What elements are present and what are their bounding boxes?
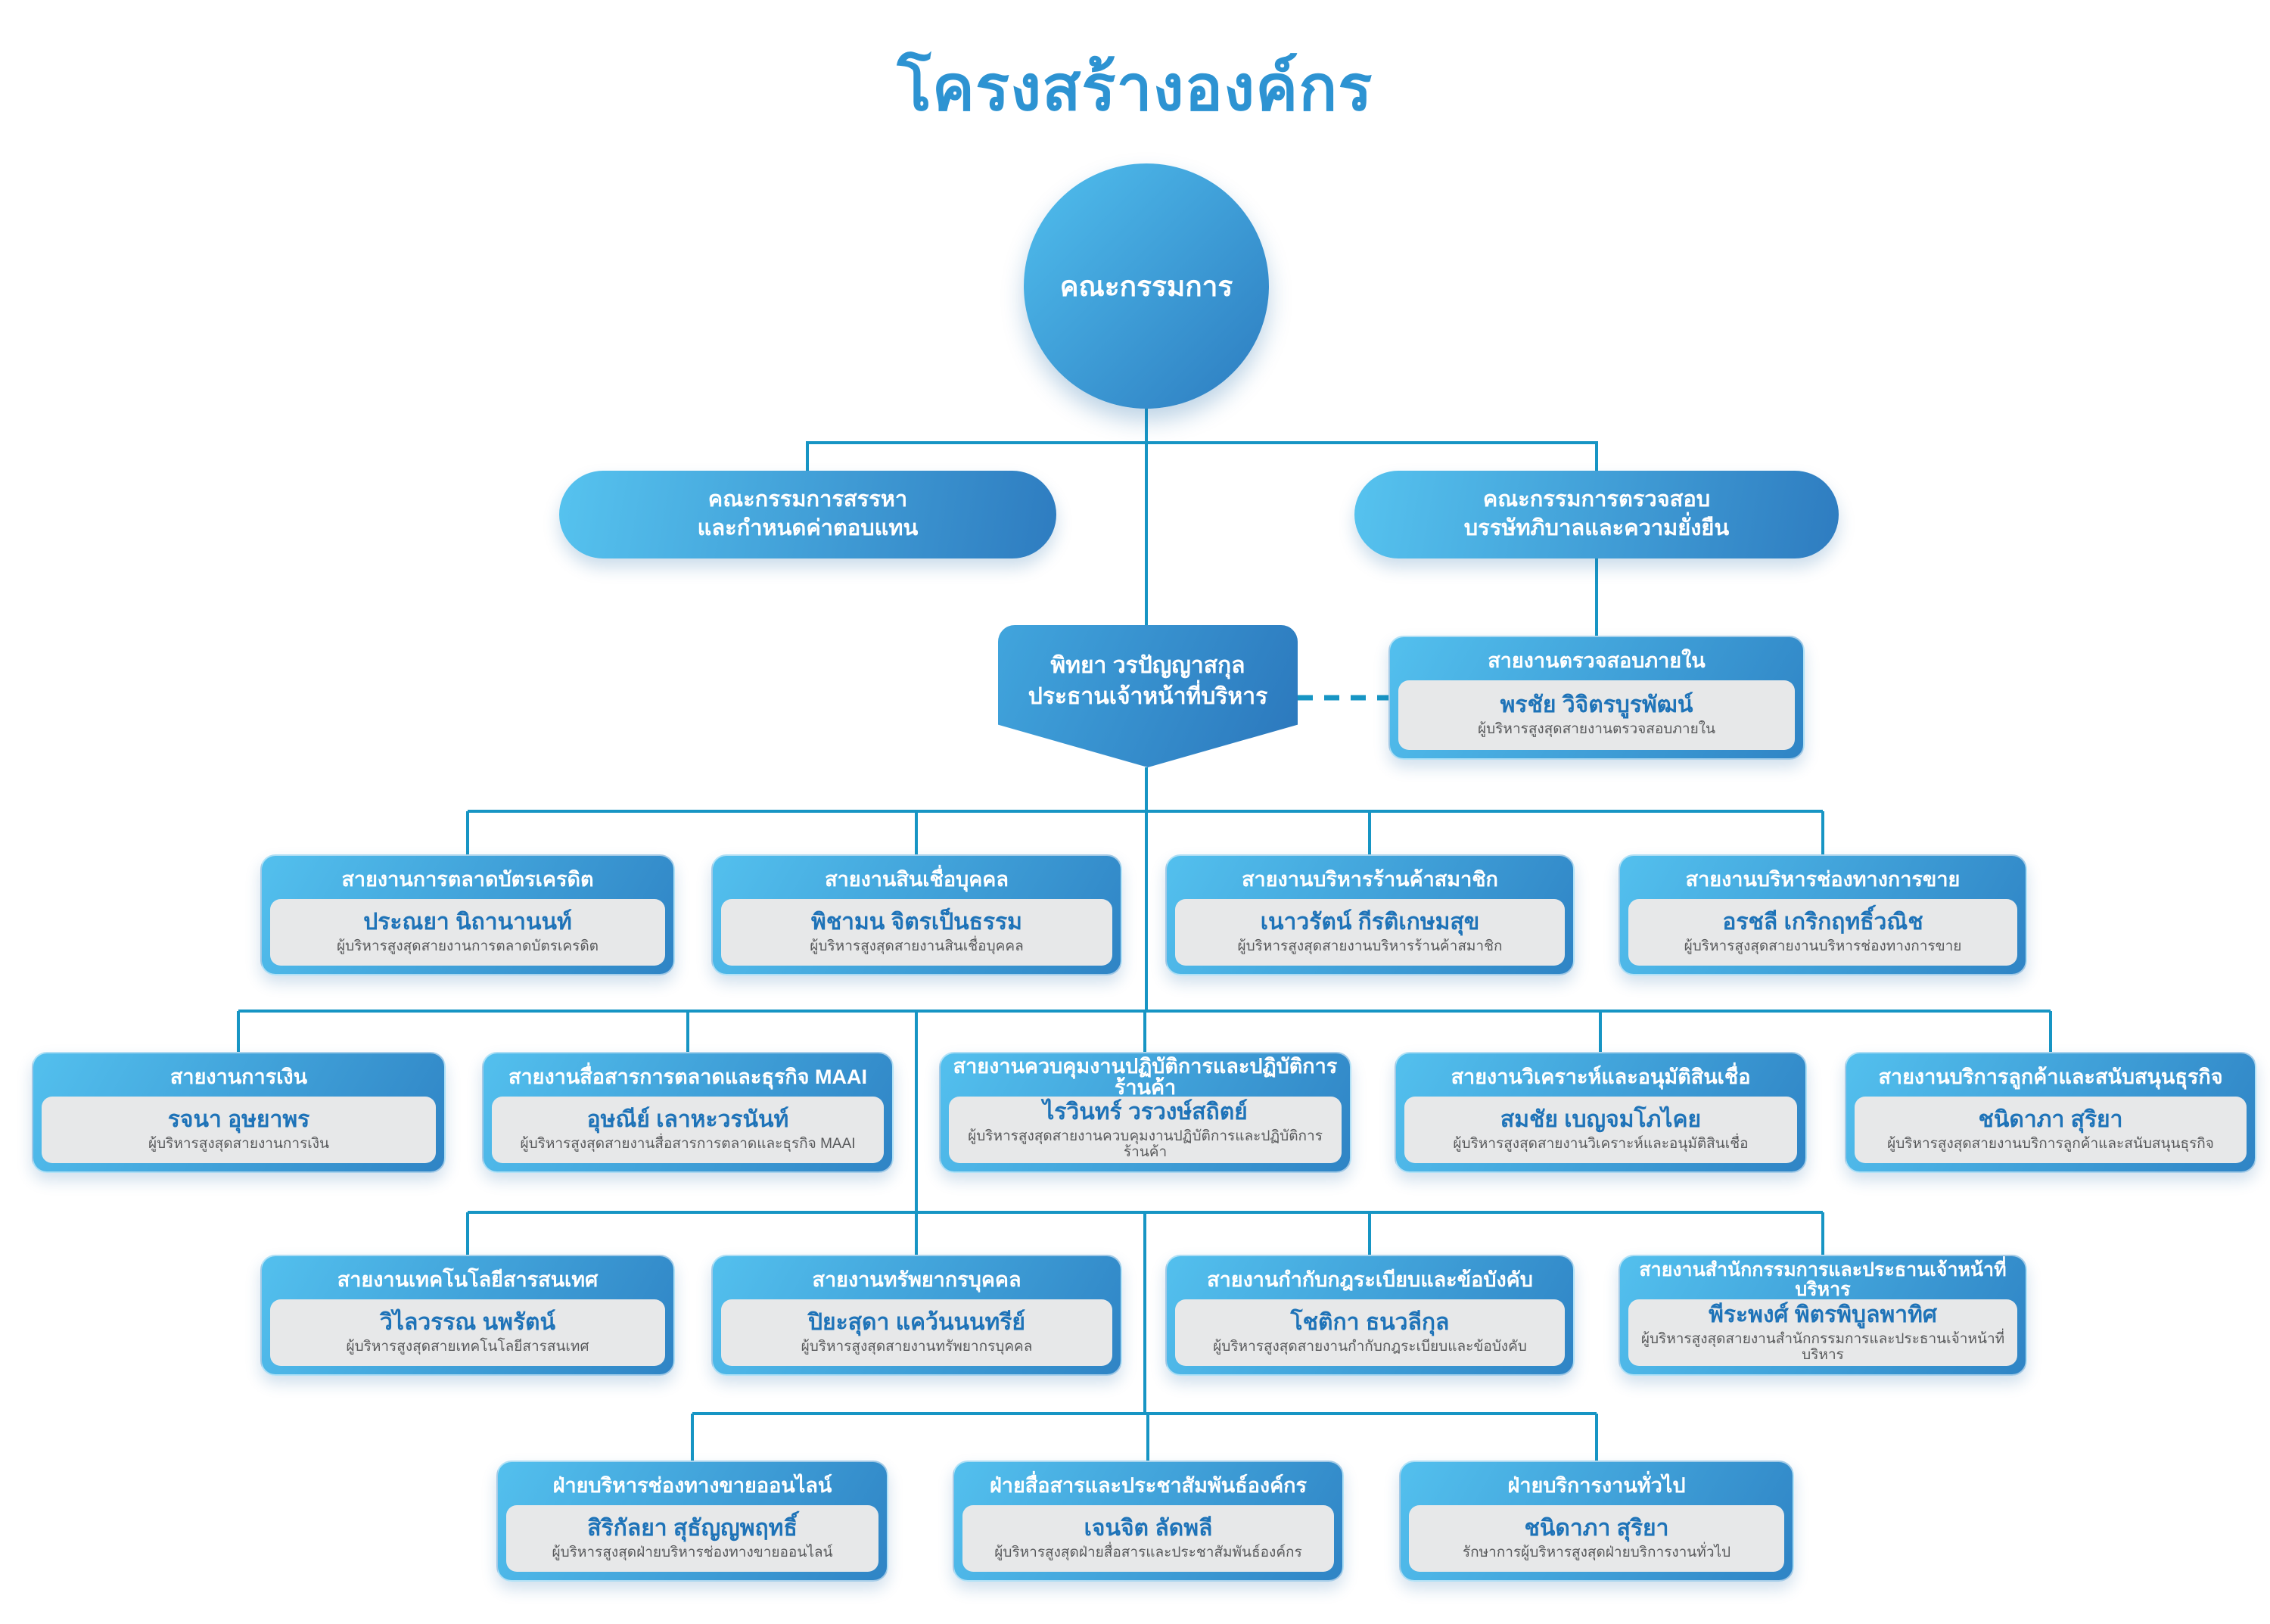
unit-executive-panel: พีระพงศ์ พิตรพิบูลพาทิศ ผู้บริหารสูงสุดส… (1628, 1299, 2017, 1366)
executive-role: ผู้บริหารสูงสุดสายงานกำกับกฎระเบียบและข้… (1213, 1339, 1527, 1355)
executive-name: ชนิดาภา สุริยา (1524, 1516, 1669, 1542)
unit-executive-panel: ชนิดาภา สุริยา ผู้บริหารสูงสุดสายงานบริก… (1855, 1097, 2247, 1163)
unit-operations-control: สายงานควบคุมงานปฏิบัติการและปฏิบัติการร้… (939, 1052, 1351, 1173)
board-of-directors-node: คณะกรรมการ (1024, 163, 1269, 409)
unit-regulatory-compliance: สายงานกำกับกฎระเบียบและข้อบังคับ โชติกา … (1165, 1255, 1575, 1376)
unit-title: สายงานสื่อสารการตลาดและธุรกิจ MAAI (508, 1065, 867, 1088)
unit-title: สายงานทรัพยากรบุคคล (812, 1268, 1022, 1291)
executive-role: ผู้บริหารสูงสุดสายงานสินเชื่อบุคคล (810, 938, 1024, 955)
executive-role: ผู้บริหารสูงสุดสายงานบริหารร้านค้าสมาชิก (1237, 938, 1503, 955)
unit-executive-panel: ไรวินทร์ วรวงษ์สถิตย์ ผู้บริหารสูงสุดสาย… (949, 1097, 1342, 1163)
executive-name: พรชัย วิจิตรบูรพัฒน์ (1500, 692, 1693, 718)
unit-executive-panel: อุษณีย์ เลาหะวรนันท์ ผู้บริหารสูงสุดสายง… (492, 1097, 884, 1163)
unit-merchant-management: สายงานบริหารร้านค้าสมาชิก เนาวรัตน์ กีรต… (1165, 854, 1575, 975)
unit-executive-panel: อรชลี เกริกฤทธิ์วณิช ผู้บริหารสูงสุดสายง… (1628, 899, 2017, 966)
unit-executive-panel: ปิยะสุดา แคว้นนนทรีย์ ผู้บริหารสูงสุดสาย… (721, 1299, 1112, 1366)
unit-title: สายงานควบคุมงานปฏิบัติการและปฏิบัติการร้… (953, 1054, 1338, 1099)
unit-human-resources: สายงานทรัพยากรบุคคล ปิยะสุดา แคว้นนนทรีย… (711, 1255, 1122, 1376)
executive-role: ผู้บริหารสูงสุดสายเทคโนโลยีสารสนเทศ (346, 1339, 589, 1355)
executive-name: วิไลวรรณ นพรัตน์ (380, 1310, 555, 1336)
unit-title: สายงานวิเคราะห์และอนุมัติสินเชื่อ (1451, 1065, 1751, 1088)
unit-executive-panel: เจนจิต ลัดพลี ผู้บริหารสูงสุดฝ่ายสื่อสาร… (962, 1505, 1334, 1572)
unit-title: สายงานกำกับกฎระเบียบและข้อบังคับ (1207, 1268, 1533, 1291)
unit-executive-panel: พรชัย วิจิตรบูรพัฒน์ ผู้บริหารสูงสุดสายง… (1398, 680, 1795, 750)
executive-name: อุษณีย์ เลาหะวรนันท์ (586, 1107, 789, 1133)
executive-name: เนาวรัตน์ กีรติเกษมสุข (1260, 910, 1480, 935)
dept-online-sales-channel: ฝ่ายบริหารช่องทางขายออนไลน์ สิริกัลยา สุ… (496, 1461, 888, 1582)
executive-name: พีระพงศ์ พิตรพิบูลพาทิศ (1709, 1302, 1937, 1327)
executive-name: รจนา อุษยาพร (167, 1107, 310, 1133)
executive-role: ผู้บริหารสูงสุดสายงานวิเคราะห์และอนุมัติ… (1453, 1136, 1749, 1153)
unit-executive-panel: สมชัย เบญจมโภไคย ผู้บริหารสูงสุดสายงานวิ… (1404, 1097, 1797, 1163)
ceo-name: พิทยา วรปัญญาสกุล (1050, 653, 1245, 678)
unit-personal-loans: สายงานสินเชื่อบุคคล พิชามน จิตรเป็นธรรม … (711, 854, 1122, 975)
unit-finance: สายงานการเงิน รจนา อุษยาพร ผู้บริหารสูงส… (32, 1052, 446, 1173)
executive-name: อรชลี เกริกฤทธิ์วณิช (1722, 910, 1923, 935)
unit-title: สายงานเทคโนโลยีสารสนเทศ (337, 1268, 599, 1291)
unit-title: สายงานบริหารร้านค้าสมาชิก (1242, 867, 1498, 891)
unit-customer-service-business-support: สายงานบริการลูกค้าและสนับสนุนธุรกิจ ชนิด… (1845, 1052, 2256, 1173)
ceo-title: ประธานเจ้าหน้าที่บริหาร (1028, 683, 1268, 709)
unit-executive-panel: พิชามน จิตรเป็นธรรม ผู้บริหารสูงสุดสายงา… (721, 899, 1112, 966)
unit-executive-panel: รจนา อุษยาพร ผู้บริหารสูงสุดสายงานการเงิ… (42, 1097, 436, 1163)
unit-corporate-secretariat: สายงานสำนักกรรมการและประธานเจ้าหน้าที่บร… (1619, 1255, 2027, 1376)
unit-title: สายงานสำนักกรรมการและประธานเจ้าหน้าที่บร… (1639, 1258, 2007, 1300)
unit-executive-panel: ชนิดาภา สุริยา รักษาการผู้บริหารสูงสุดฝ่… (1409, 1505, 1784, 1572)
executive-name: สมชัย เบญจมโภไคย (1500, 1107, 1702, 1133)
executive-name: เจนจิต ลัดพลี (1084, 1516, 1213, 1542)
committee-nomination-remuneration-node: คณะกรรมการสรรหา และกำหนดค่าตอบแทน (559, 471, 1056, 558)
unit-title: สายงานตรวจสอบภายใน (1488, 649, 1706, 672)
unit-marketing-communications-maai: สายงานสื่อสารการตลาดและธุรกิจ MAAI อุษณี… (482, 1052, 894, 1173)
unit-executive-panel: วิไลวรรณ นพรัตน์ ผู้บริหารสูงสุดสายเทคโน… (270, 1299, 665, 1366)
unit-title: สายงานสินเชื่อบุคคล (825, 867, 1009, 891)
committee-audit-governance-sustainability-node: คณะกรรมการตรวจสอบ บรรษัทภิบาลและความยั่ง… (1354, 471, 1839, 558)
executive-name: ปิยะสุดา แคว้นนนทรีย์ (808, 1310, 1025, 1336)
dept-general-services: ฝ่ายบริการงานทั่วไป ชนิดาภา สุริยา รักษา… (1399, 1461, 1794, 1582)
unit-title: ฝ่ายบริหารช่องทางขายออนไลน์ (552, 1473, 832, 1497)
unit-executive-panel: สิริกัลยา สุธัญญพฤทธิ์ ผู้บริหารสูงสุดฝ่… (506, 1505, 878, 1572)
unit-credit-analysis-approval: สายงานวิเคราะห์และอนุมัติสินเชื่อ สมชัย … (1395, 1052, 1807, 1173)
committee-label-line1: คณะกรรมการสรรหา (707, 487, 908, 512)
executive-name: โชติกา ธนวลีกุล (1290, 1310, 1450, 1336)
executive-role: ผู้บริหารสูงสุดสายงานสื่อสารการตลาดและธุ… (520, 1136, 856, 1153)
unit-title: สายงานบริการลูกค้าและสนับสนุนธุรกิจ (1878, 1065, 2223, 1088)
unit-credit-card-marketing: สายงานการตลาดบัตรเครดิต ประณยา นิถานานนท… (260, 854, 675, 975)
unit-title: สายงานบริหารช่องทางการขาย (1685, 867, 1961, 891)
executive-name: ประณยา นิถานานนท์ (363, 910, 572, 935)
unit-executive-panel: เนาวรัตน์ กีรติเกษมสุข ผู้บริหารสูงสุดสา… (1175, 899, 1565, 966)
page-title: โครงสร้างองค์กร (897, 52, 1373, 123)
executive-name: ไรวินทร์ วรวงษ์สถิตย์ (1043, 1099, 1248, 1125)
executive-role: รักษาการผู้บริหารสูงสุดฝ่ายบริการงานทั่ว… (1462, 1545, 1731, 1561)
executive-role: ผู้บริหารสูงสุดสายงานการตลาดบัตรเครดิต (337, 938, 599, 955)
executive-name: สิริกัลยา สุธัญญพฤทธิ์ (587, 1516, 798, 1542)
unit-title: สายงานการเงิน (169, 1065, 308, 1088)
committee-label-line2: และกำหนดค่าตอบแทน (697, 516, 919, 540)
executive-role: ผู้บริหารสูงสุดฝ่ายบริหารช่องทางขายออนไล… (552, 1545, 833, 1561)
unit-title: ฝ่ายบริการงานทั่วไป (1507, 1473, 1686, 1497)
unit-executive-panel: โชติกา ธนวลีกุล ผู้บริหารสูงสุดสายงานกำก… (1175, 1299, 1565, 1366)
unit-internal-audit: สายงานตรวจสอบภายใน พรชัย วิจิตรบูรพัฒน์ … (1388, 636, 1805, 760)
unit-title: สายงานการตลาดบัตรเครดิต (341, 867, 594, 891)
unit-executive-panel: ประณยา นิถานานนท์ ผู้บริหารสูงสุดสายงานก… (270, 899, 665, 966)
dept-corporate-communications: ฝ่ายสื่อสารและประชาสัมพันธ์องค์กร เจนจิต… (953, 1461, 1344, 1582)
unit-information-technology: สายงานเทคโนโลยีสารสนเทศ วิไลวรรณ นพรัตน์… (260, 1255, 675, 1376)
executive-role: ผู้บริหารสูงสุดสายงานทรัพยากรบุคคล (801, 1339, 1033, 1355)
executive-role: ผู้บริหารสูงสุดสายงานตรวจสอบภายใน (1478, 721, 1715, 738)
executive-role: ผู้บริหารสูงสุดสายงานการเงิน (148, 1136, 330, 1153)
executive-role: ผู้บริหารสูงสุดฝ่ายสื่อสารและประชาสัมพัน… (994, 1545, 1302, 1561)
executive-name: ชนิดาภา สุริยา (1978, 1107, 2123, 1133)
executive-role: ผู้บริหารสูงสุดสายงานสำนักกรรมการและประธ… (1640, 1330, 2005, 1363)
board-label: คณะกรรมการ (1059, 270, 1233, 302)
executive-role: ผู้บริหารสูงสุดสายงานควบคุมงานปฏิบัติการ… (968, 1128, 1323, 1160)
unit-sales-channel-management: สายงานบริหารช่องทางการขาย อรชลี เกริกฤทธ… (1619, 854, 2027, 975)
committee-label-line2: บรรษัทภิบาลและความยั่งยืน (1463, 516, 1730, 540)
executive-role: ผู้บริหารสูงสุดสายงานบริการลูกค้าและสนับ… (1887, 1136, 2214, 1153)
executive-name: พิชามน จิตรเป็นธรรม (811, 910, 1022, 935)
executive-role: ผู้บริหารสูงสุดสายงานบริหารช่องทางการขาย (1684, 938, 1962, 955)
unit-title: ฝ่ายสื่อสารและประชาสัมพันธ์องค์กร (989, 1473, 1308, 1497)
committee-label-line1: คณะกรรมการตรวจสอบ (1482, 487, 1711, 512)
